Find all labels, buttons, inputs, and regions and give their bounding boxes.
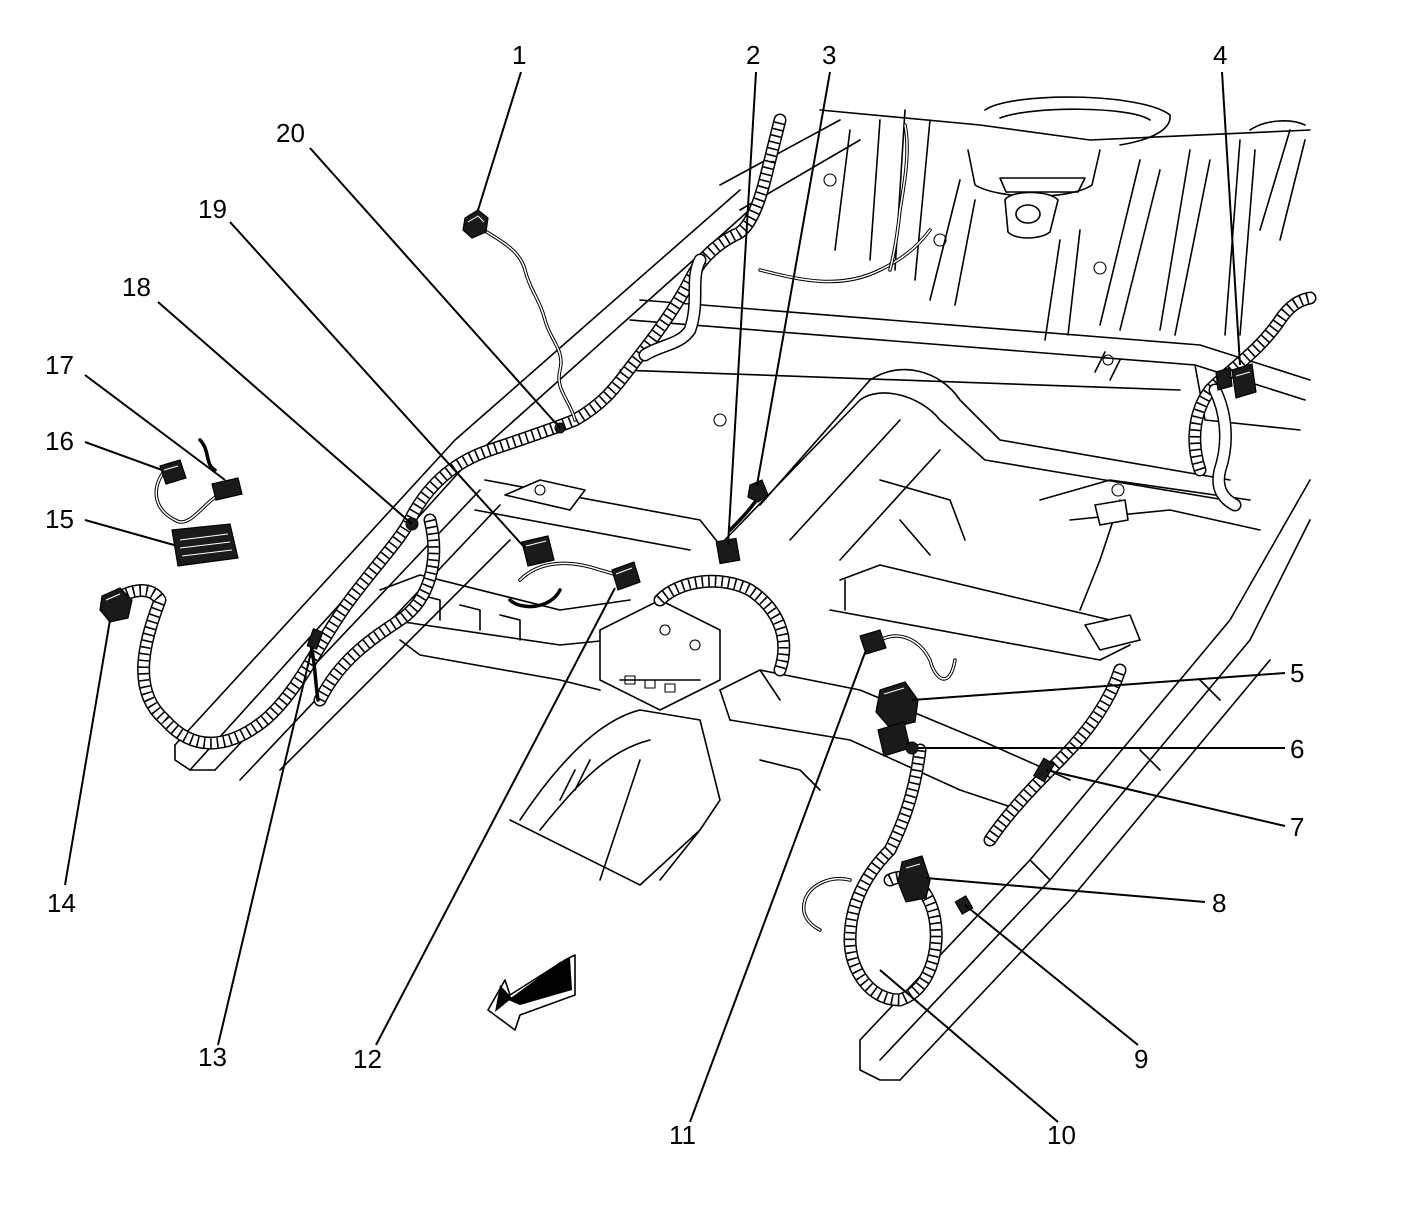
callout-6: 6 [1290,734,1304,764]
connector-17 [211,477,243,501]
leader-2 [727,71,757,546]
leader-9 [964,904,1139,1046]
callout-18: 18 [122,272,151,302]
callout-17: 17 [45,350,74,380]
leader-18 [157,301,413,525]
callout-10: 10 [1047,1120,1076,1150]
leader-16 [84,441,163,471]
leader-7 [1045,769,1286,827]
wiring-harness-bundles [108,113,1317,1007]
connector-16 [159,459,187,485]
leader-1 [477,71,522,211]
floor-pan-structure [174,96,1311,1081]
connector-7 [1032,757,1056,783]
connector-3 [747,479,769,503]
callout-15: 15 [45,504,74,534]
callout-3: 3 [822,40,836,70]
leader-20 [309,147,561,429]
leader-5 [911,672,1286,701]
connector-13 [306,628,324,650]
leader-lines [64,71,1286,1123]
connector-8 [897,855,931,903]
leader-17 [84,374,226,481]
connector-14 [99,587,133,623]
leader-3 [756,71,831,486]
callout-labels: 1 2 3 4 5 6 7 8 9 10 11 12 13 14 15 16 1… [45,40,1304,1150]
callout-7: 7 [1290,812,1304,842]
leader-12 [375,587,616,1046]
callout-1: 1 [512,40,526,70]
connector-9 [954,895,974,915]
connector-12 [611,561,641,591]
leader-10 [879,969,1059,1123]
callout-2: 2 [746,40,760,70]
front-of-vehicle-arrow [487,954,576,1031]
callout-4: 4 [1213,40,1227,70]
callout-14: 14 [47,888,76,918]
connectors [99,209,1257,915]
callout-20: 20 [276,118,305,148]
leader-13 [217,647,313,1046]
callout-12: 12 [353,1044,382,1074]
connector-11 [859,629,887,655]
connector-19 [521,535,555,567]
callout-13: 13 [198,1042,227,1072]
leader-19 [229,221,526,549]
module-15 [171,523,239,567]
leader-4 [1221,71,1241,366]
leader-14 [64,619,111,886]
leader-15 [84,519,175,546]
callout-5: 5 [1290,658,1304,688]
callout-19: 19 [198,194,227,224]
callout-16: 16 [45,426,74,456]
leader-11 [689,649,867,1123]
callout-11: 11 [669,1120,696,1150]
callout-8: 8 [1212,888,1226,918]
connector-2 [715,537,741,565]
leader-8 [925,877,1206,903]
connector-4 [1215,363,1257,399]
connector-6 [877,721,919,757]
connector-1 [462,209,489,239]
callout-9: 9 [1134,1044,1148,1074]
connector-5 [875,681,919,729]
